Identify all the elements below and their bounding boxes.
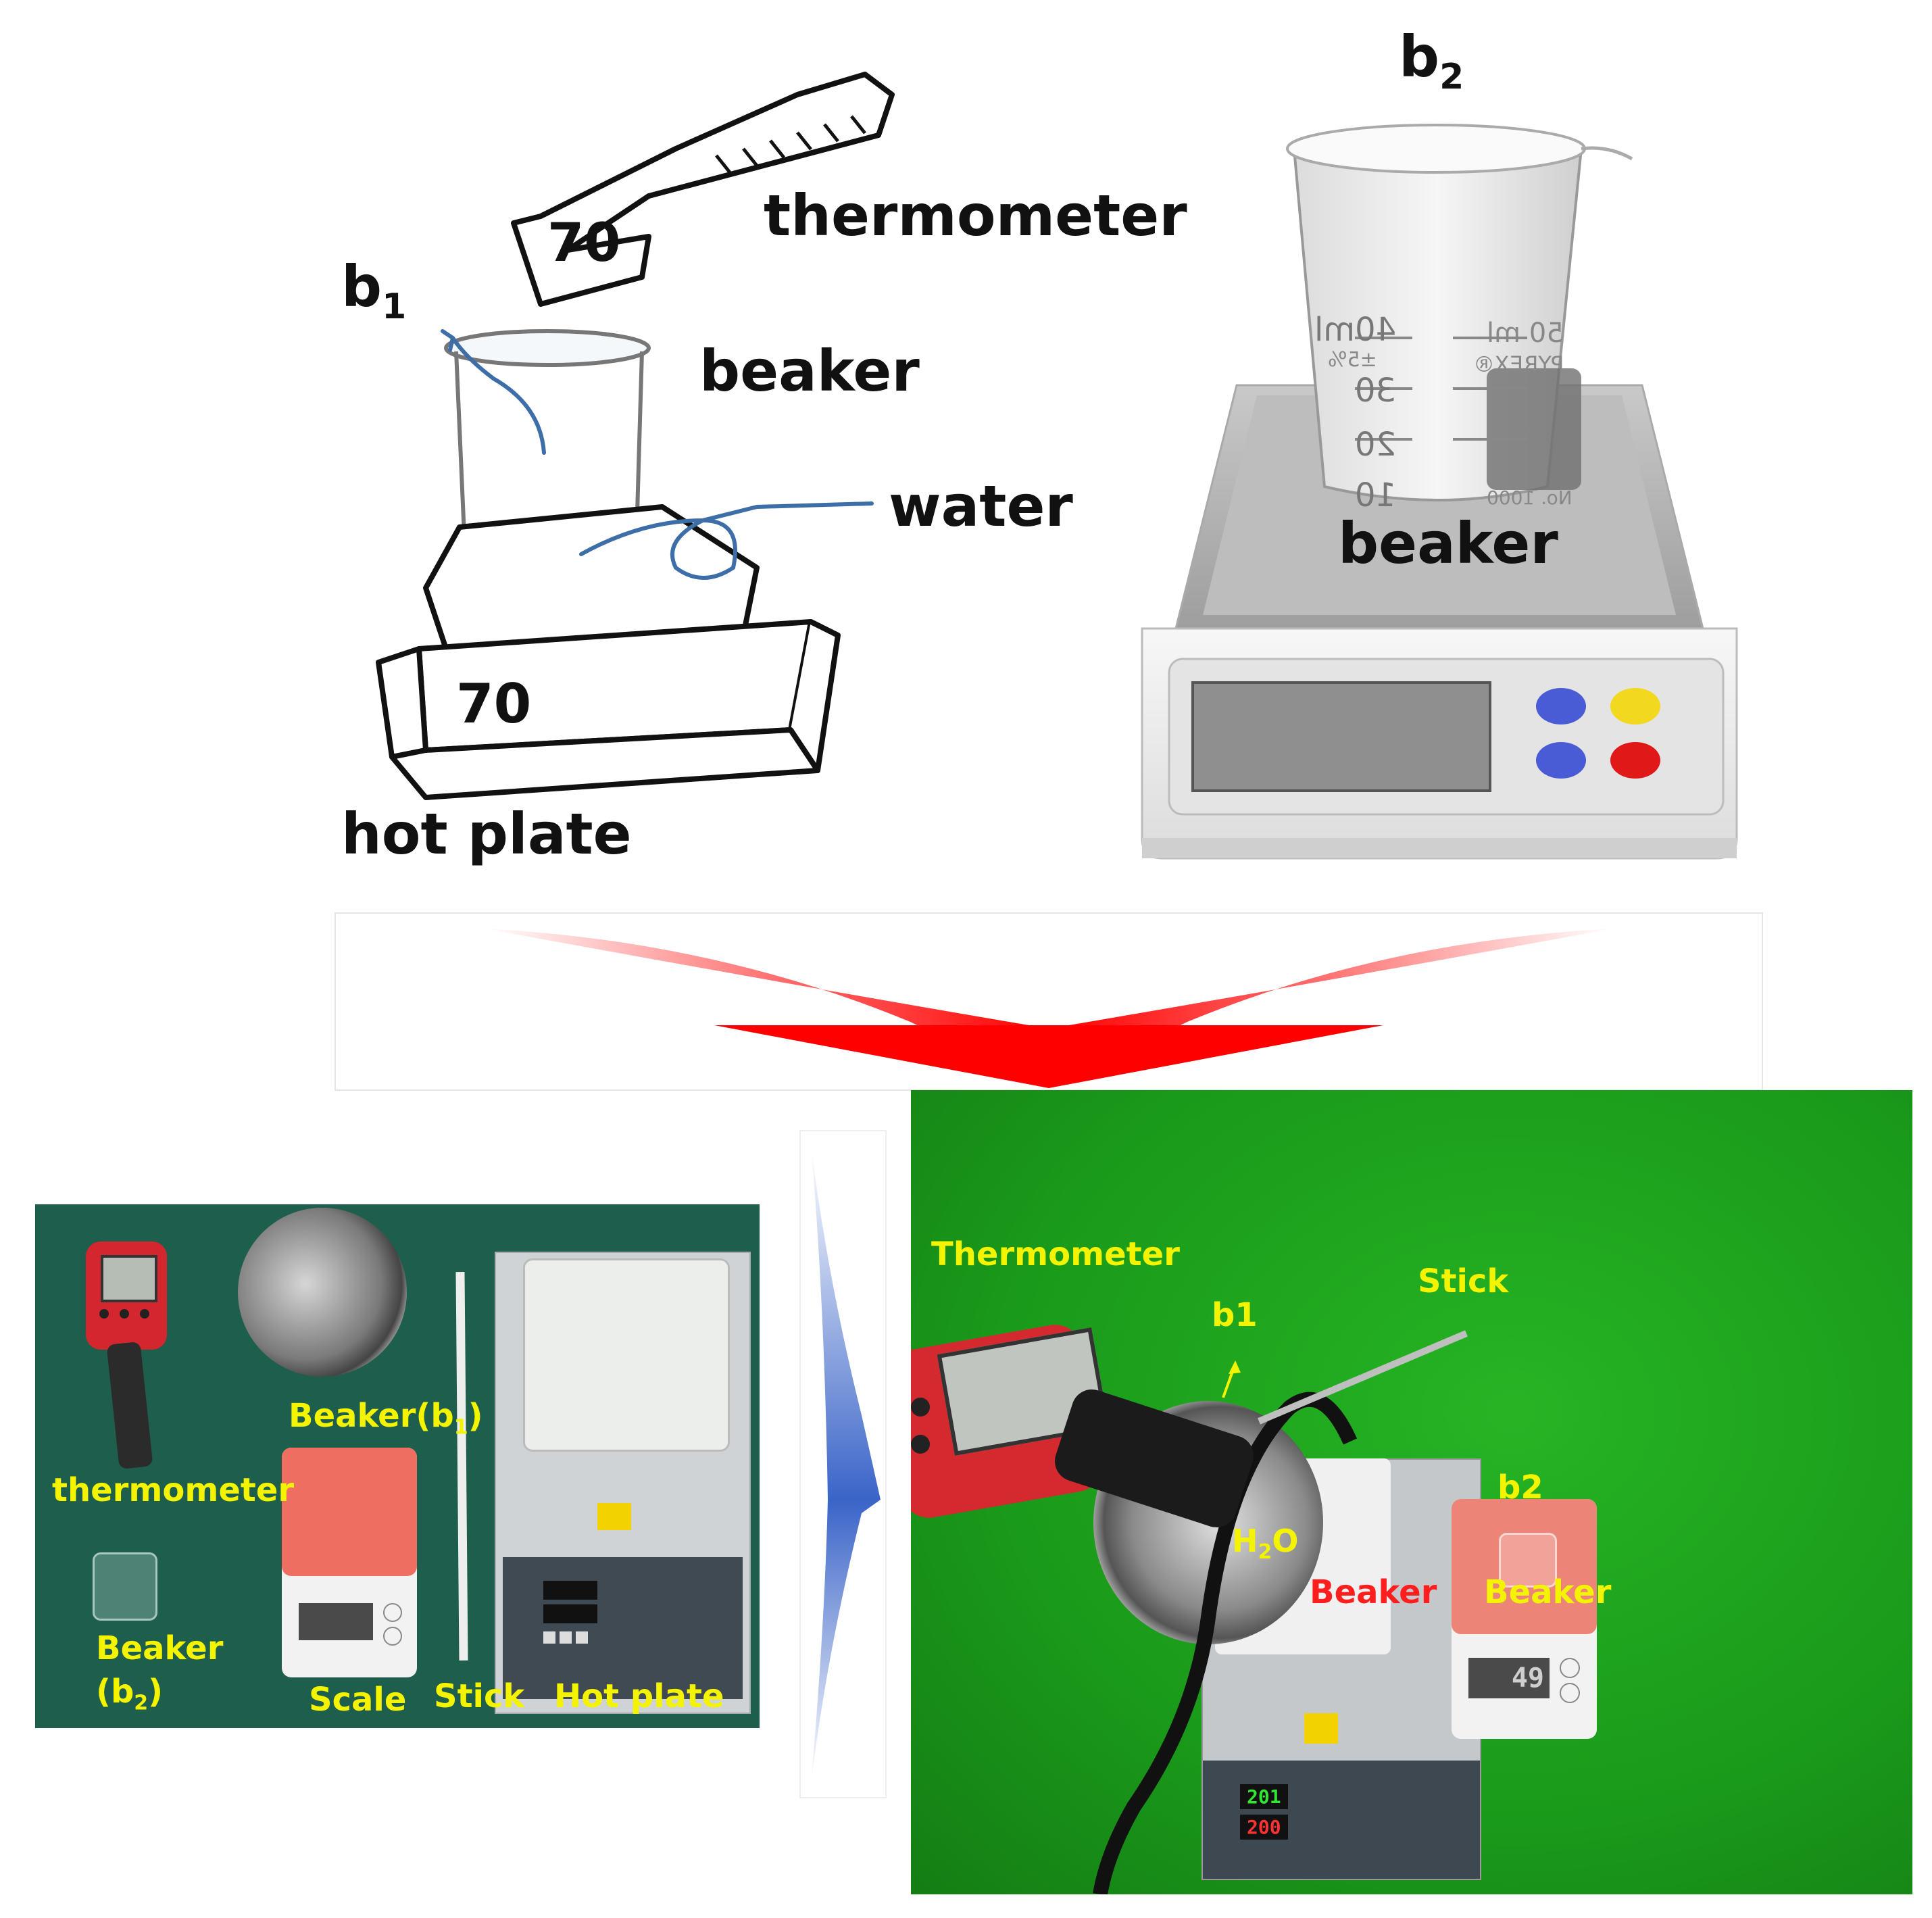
photo-left-beaker-b2-close: ) [148, 1673, 164, 1711]
photo-right-beaker-left-label: Beaker [1310, 1573, 1437, 1611]
scale-beaker [1286, 124, 1633, 501]
sketch-drawing [376, 72, 895, 800]
photo-left-beaker-b2-line1: Beaker [96, 1629, 224, 1667]
photo-right-stick-label: Stick [1418, 1262, 1509, 1300]
sketch-hotplate [376, 504, 841, 800]
photo-left-hotplate-label: Hot plate [554, 1677, 724, 1715]
photo-left-stick-label: Stick [434, 1677, 525, 1715]
scale-drawing [1135, 124, 1743, 879]
photo-right-cable [1093, 1330, 1468, 1894]
sketch-thermometer-label: thermometer [764, 182, 1187, 249]
photo-right-hotplate-top-reading: 201 [1240, 1784, 1288, 1809]
photo-right-b1-arrow [1222, 1360, 1241, 1398]
red-arrow-box [335, 912, 1763, 1091]
photo-right-water-sub: 2 [1258, 1540, 1272, 1565]
sketch-b1-text: b [341, 253, 382, 320]
sketch-b1-sub: 1 [382, 286, 407, 327]
blue-arrow-box [799, 1130, 887, 1798]
sketch-water-label: water [889, 473, 1073, 539]
photo-left-beaker-b1-text: Beaker(b [289, 1397, 454, 1435]
photo-right-scale: 49 [1452, 1499, 1597, 1739]
photo-left-beaker-b2-label: Beaker (b2) [96, 1627, 223, 1725]
beaker-mark-brand: PYREX® [1473, 351, 1564, 377]
beaker-mark-30: 30 [1355, 372, 1397, 410]
photo-left-beaker-b2-open: (b [96, 1673, 134, 1711]
sketch-water-arrows [441, 329, 874, 580]
sketch-beaker-label: beaker [699, 338, 920, 404]
scale-button-3 [1536, 742, 1586, 779]
beaker-mark-no: No. 1000 [1487, 487, 1572, 509]
blue-arrow [811, 1145, 881, 1784]
sketch-b1-label: b1 [341, 253, 406, 327]
scale-b2-text: b [1399, 24, 1440, 90]
beaker-mark-pct: ±5% [1328, 348, 1377, 372]
photo-right-b2-label: b2 [1497, 1469, 1543, 1506]
photo-right-b1-label: b1 [1212, 1296, 1258, 1334]
photo-left-thermometer [72, 1241, 174, 1470]
scale-beaker-label: beaker [1338, 510, 1558, 576]
beaker-mark-20: 20 [1355, 426, 1397, 464]
scale-illustration-panel: b2 [1135, 20, 1743, 879]
sketch-panel: 70 thermometer b1 beaker water 70 hot pl… [324, 54, 1187, 885]
photo-left-beaker-b2-line2: (b2) [96, 1670, 223, 1725]
photo-experiment: 201 200 49 Thermometer b1 [911, 1090, 1912, 1894]
scale-button-4 [1610, 742, 1660, 779]
photo-right-water-o: O [1272, 1523, 1299, 1559]
beaker-mark-40ml: 40ml [1314, 311, 1397, 349]
scale-button-2 [1610, 688, 1660, 724]
photo-left-thermometer-label: thermometer [52, 1471, 295, 1509]
scale-button-1 [1536, 688, 1586, 724]
photo-left-beaker-b1-label: Beaker(b1) [289, 1397, 483, 1440]
red-arrow [485, 929, 1613, 1088]
photo-left-beaker-b1-close: ) [468, 1397, 483, 1435]
photo-left-beaker-b2-sub: 2 [134, 1691, 149, 1715]
photo-left-glass-beaker [93, 1552, 157, 1621]
sketch-thermometer-display: 70 [547, 213, 621, 274]
scale-screen [1191, 681, 1491, 792]
photo-right-thermometer-label: Thermometer [931, 1235, 1180, 1273]
beaker-mark-10: 10 [1355, 476, 1397, 514]
sketch-thermometer [511, 72, 895, 307]
scale-b2-sub: 2 [1439, 56, 1464, 97]
photo-left-hotplate [495, 1252, 751, 1714]
scale-b2-label: b2 [1399, 24, 1464, 97]
photo-right-thermometer [911, 1320, 1259, 1533]
sketch-hotplate-label: hot plate [341, 801, 632, 867]
photo-left-metal-beaker [238, 1208, 407, 1387]
photo-right-hotplate-bottom-reading: 200 [1240, 1815, 1288, 1840]
photo-right-scale-reading: 49 [1511, 1663, 1544, 1694]
beaker-mark-50ml: 50 ml [1487, 318, 1564, 349]
photo-right-beaker-right-label: Beaker [1484, 1573, 1612, 1611]
photo-right-water-label: H2O [1232, 1523, 1298, 1564]
sketch-hotplate-display: 70 [456, 672, 532, 735]
photo-equipment: Beaker(b1) thermometer Beaker (b2) Scale… [35, 1204, 760, 1728]
photo-left-scale [282, 1448, 417, 1677]
photo-left-stick [455, 1271, 468, 1661]
photo-right-water-h: H [1232, 1523, 1258, 1559]
photo-left-beaker-b1-sub: 1 [453, 1415, 468, 1440]
photo-left-scale-label: Scale [309, 1681, 407, 1719]
